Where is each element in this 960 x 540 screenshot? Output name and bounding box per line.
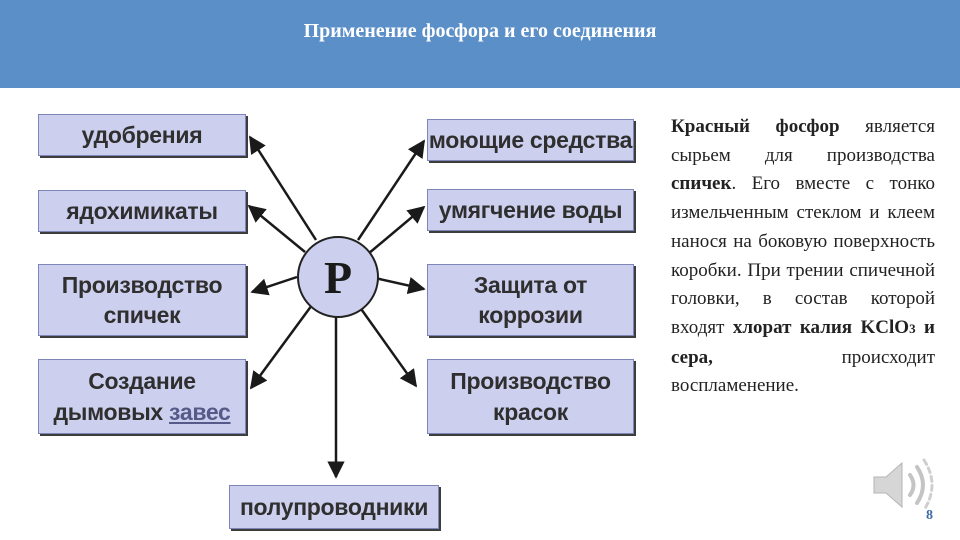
box-sozdanie-zaves: Создание дымовых завес	[38, 359, 246, 434]
arrow-to-proizvodstvo-spichek	[250, 275, 298, 296]
box-proizvodstvo-krasok: Производство красок	[427, 359, 634, 434]
box-zashchita-ot-korrozii: Защита от коррозии	[427, 264, 634, 336]
arrow-to-yadokhimikaty	[247, 204, 306, 253]
page-number: 8	[926, 508, 933, 523]
description-part4: . Его вместе с тонко измельченным стекло…	[671, 173, 935, 338]
speaker-icon[interactable]	[870, 455, 940, 520]
box-umyagchenie-vody-label: умягчение воды	[438, 196, 623, 223]
phosphorus-center-node: P	[297, 236, 379, 318]
arrow-to-umyagchenie	[367, 205, 426, 255]
box-proizvodstvo-krasok-label: Производство красок	[450, 366, 611, 427]
phosphorus-symbol: P	[323, 251, 353, 303]
description-kclo3: хлорат калия KClO3 и сера,	[671, 317, 935, 368]
box-moyushchie-sredstva: моющие средства	[427, 119, 634, 161]
box-sozdanie-zaves-line2: дымовых	[53, 398, 163, 425]
box-moyushchie-sredstva-label: моющие средства	[428, 126, 633, 153]
box-proizvodstvo-spichek-label: Производство спичек	[61, 270, 223, 331]
zaves-link[interactable]: завес	[169, 398, 231, 425]
description-matches: спичек	[671, 173, 732, 195]
slide-header	[0, 0, 960, 88]
box-proizvodstvo-spichek-line1: Производство	[61, 271, 223, 298]
box-yadokhimikaty-label: ядохимикаты	[66, 197, 218, 224]
box-zashchita-line1: Защита от	[473, 271, 588, 298]
box-zashchita-ot-korrozii-label: Защита от коррозии	[473, 270, 588, 331]
box-udobreniya: удобрения	[38, 114, 246, 156]
description-part7: происходит воспламенение.	[671, 346, 935, 397]
box-proizvodstvo-spichek: Производство спичек	[38, 264, 246, 336]
box-udobreniya-label: удобрения	[81, 121, 203, 148]
description-red-phosphorus: Красный фосфор	[671, 116, 840, 137]
description-text: Красный фосфор является сырьем для произ…	[671, 113, 935, 401]
box-proizvodstvo-spichek-line2: спичек	[103, 302, 181, 328]
box-poluprovodniki: полупроводники	[229, 485, 439, 529]
box-yadokhimikaty: ядохимикаты	[38, 190, 246, 232]
box-umyagchenie-vody: умягчение воды	[427, 189, 634, 231]
box-sozdanie-zaves-line1: Создание	[88, 368, 196, 395]
description-kclo3-subscript: 3	[909, 320, 916, 336]
arrow-to-zashchita	[374, 276, 426, 295]
arrow-to-udobreniya	[248, 135, 318, 241]
description-sulfur: и сера,	[671, 316, 935, 368]
arrow-to-kraski	[357, 305, 418, 388]
box-sozdanie-zaves-label: Создание дымовых завес	[53, 366, 230, 427]
slide-title: Применение фосфора и его соединения	[303, 20, 657, 42]
box-proizvodstvo-krasok-line1: Производство	[450, 368, 611, 395]
box-poluprovodniki-label: полупроводники	[239, 493, 429, 520]
arrow-to-sozdanie-zaves	[249, 304, 314, 390]
box-proizvodstvo-krasok-line2: красок	[493, 398, 568, 425]
box-zashchita-line2: коррозии	[478, 302, 583, 328]
description-part2: является сырьем для производства	[671, 116, 935, 166]
description-kclo3-text: хлорат калия KClO	[732, 316, 910, 338]
arrow-to-moyushchie	[356, 139, 426, 241]
